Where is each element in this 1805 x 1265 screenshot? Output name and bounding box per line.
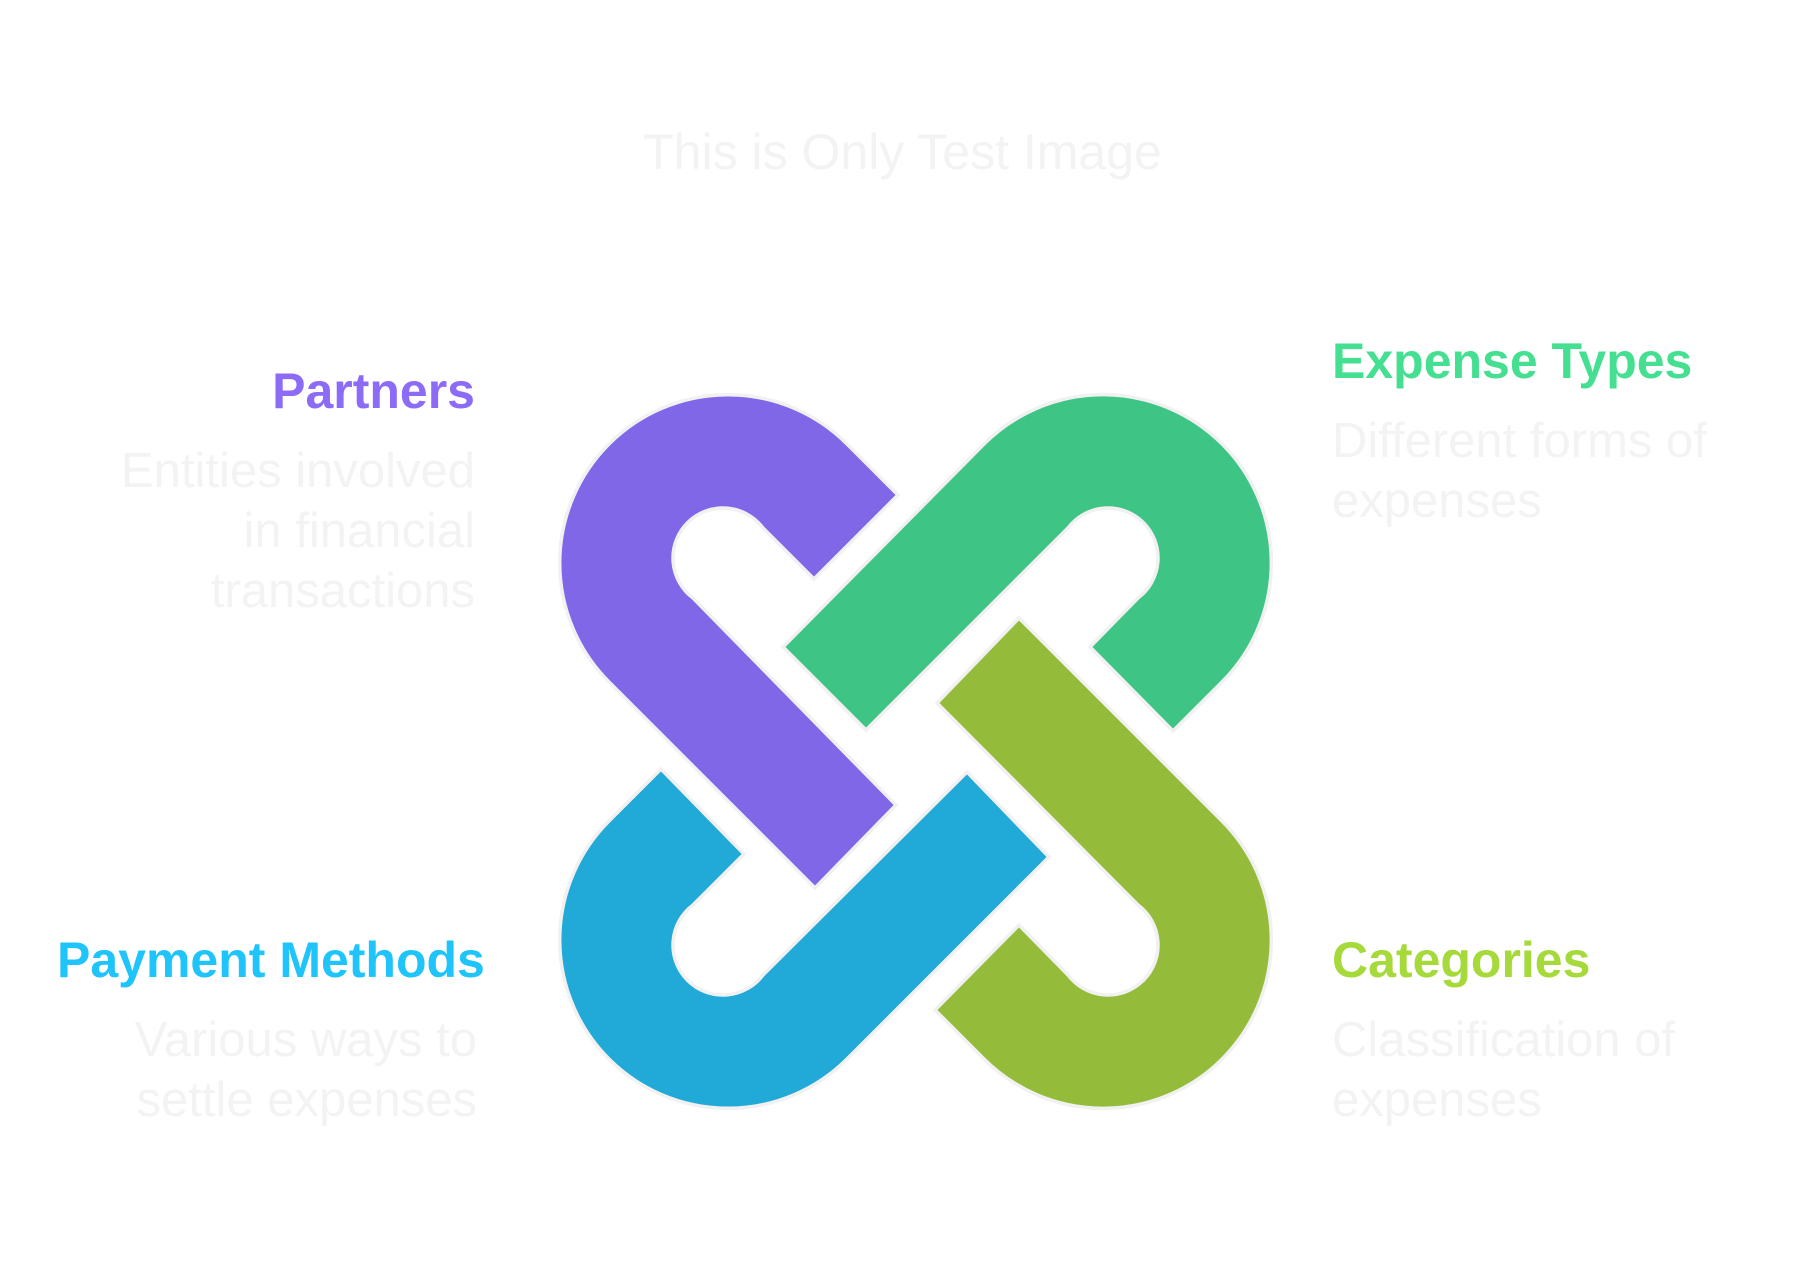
payment-methods-description-line: settle expenses [136, 1073, 478, 1127]
categories-description-line: expenses [1332, 1073, 1542, 1127]
categories-title: Categories [1332, 932, 1591, 988]
payment-methods-description: Various ways to settle expenses [57, 1010, 477, 1130]
expense-types-link-shape [780, 392, 1274, 734]
payment-methods-description-line: Various ways to [134, 1013, 477, 1067]
expense-types-description-line: expenses [1332, 474, 1542, 528]
payment-methods-block: Payment Methods Various ways to settle e… [57, 930, 485, 1130]
watermark-title: This is Only Test Image [643, 124, 1162, 180]
categories-link-shape [932, 615, 1274, 1111]
partners-title: Partners [272, 363, 475, 419]
expense-types-block: Expense Types Different forms of expense… [1332, 331, 1752, 531]
expense-types-description: Different forms of expenses [1332, 411, 1752, 531]
expense-types-description-line: Different forms of [1332, 414, 1707, 468]
payment-methods-link-shape [557, 766, 1052, 1111]
partners-description-line: Entities involved [120, 444, 475, 498]
partners-link-shape [557, 392, 901, 891]
categories-description-line: Classification of [1332, 1013, 1676, 1067]
payment-methods-title: Payment Methods [57, 932, 485, 988]
partners-description-line: in financial [243, 504, 475, 558]
categories-block: Categories Classification of expenses [1332, 930, 1752, 1130]
categories-description: Classification of expenses [1332, 1010, 1752, 1130]
partners-description: Entities involved in financial transacti… [55, 441, 475, 621]
partners-description-line: transactions [210, 564, 475, 618]
partners-block: Partners Entities involved in financial … [55, 361, 475, 621]
expense-types-title: Expense Types [1332, 333, 1693, 389]
